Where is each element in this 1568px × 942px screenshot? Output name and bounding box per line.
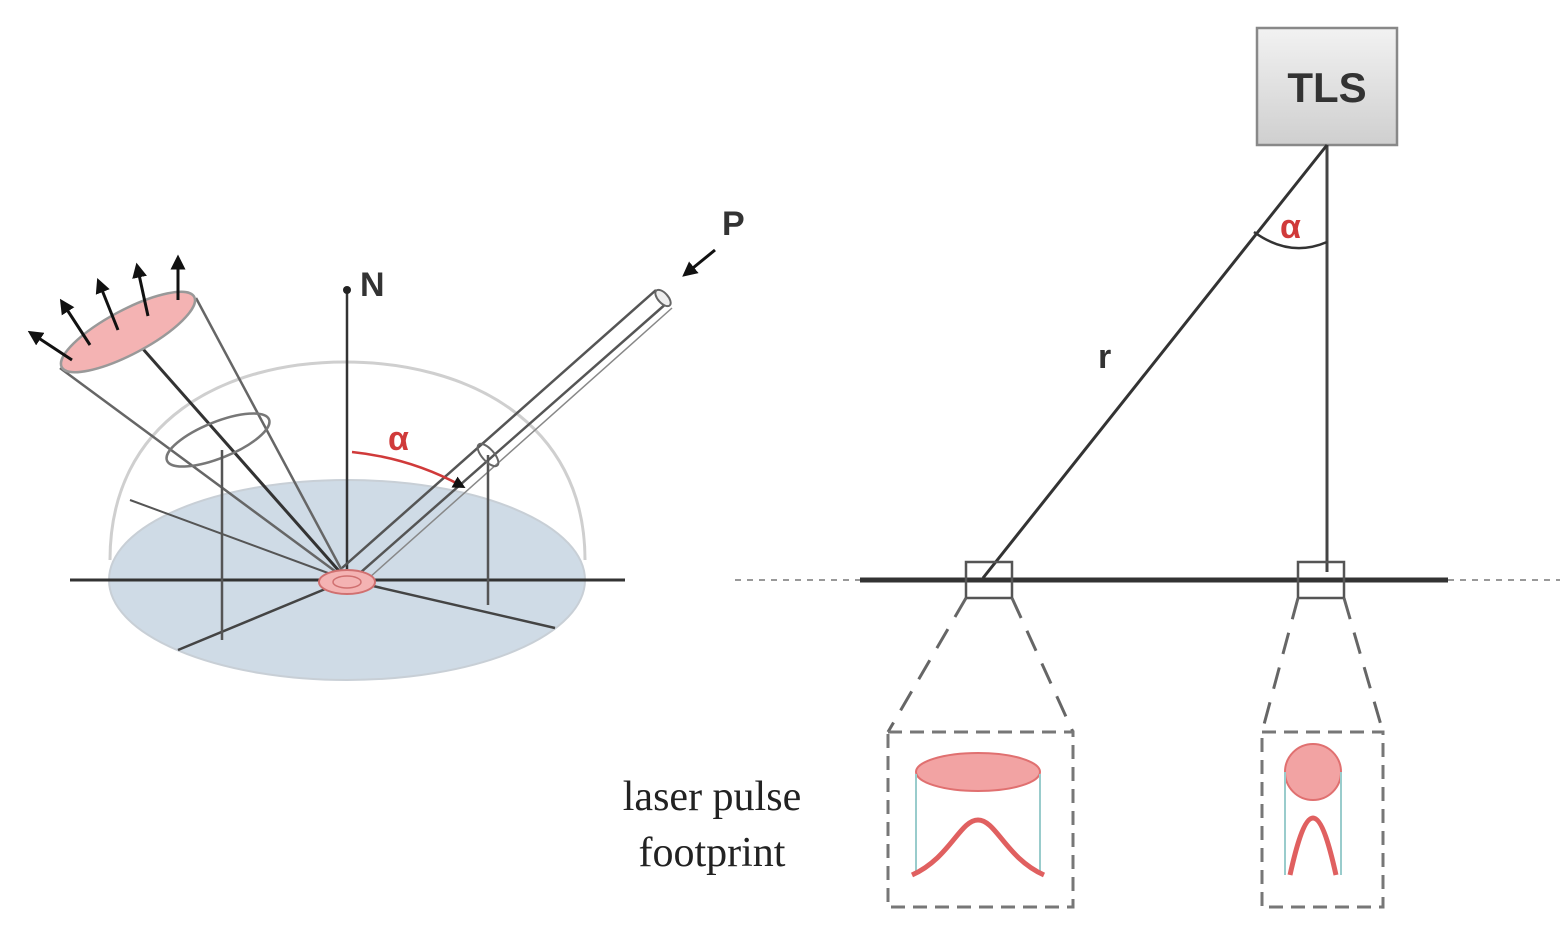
zoom-line-nadir-left (1260, 597, 1300, 733)
nadir-footprint-curve (1287, 815, 1339, 876)
normal-label: N (360, 266, 385, 304)
incidence-spot (318, 569, 376, 595)
tls-scanner-box (1255, 26, 1399, 147)
ground-axis-front-left (177, 578, 348, 652)
zoom-line-oblique-left (886, 597, 968, 733)
oblique-footprint-ellipse (915, 752, 1041, 792)
incident-beam-ring (476, 442, 500, 468)
oblique-footprint-marker (964, 560, 1014, 600)
incident-beam-lower2 (359, 307, 673, 587)
angle-label-left: α (388, 420, 409, 458)
cone-mid-ring (165, 412, 271, 468)
slant-range-line (981, 144, 1329, 579)
oblique-footprint-curve (910, 817, 1046, 878)
incident-beam-lower (351, 301, 669, 581)
reflected-cone (59, 297, 349, 640)
scan-angle-arc (1253, 230, 1328, 250)
incident-label: P (722, 205, 745, 243)
tls-label: TLS (1287, 64, 1366, 111)
oblique-footprint-detail (886, 730, 1075, 909)
incident-beam-upper (341, 289, 657, 569)
nadir-footprint-circle (1284, 743, 1342, 801)
ground-axis-back-left (129, 499, 348, 581)
nadir-footprint-detail (1260, 730, 1385, 909)
scatter-arrows (27, 254, 186, 362)
nadir-footprint-marker (1296, 560, 1346, 600)
angle-label-right: α (1280, 208, 1301, 246)
zoom-line-oblique-right (1010, 597, 1075, 733)
incidence-angle-arc (351, 450, 466, 488)
reflection-diagram: N P α (27, 205, 745, 681)
incidence-spot-inner (332, 575, 362, 589)
range-label: r (1098, 338, 1111, 376)
tls-geometry: TLS r α laser pulse footprint (623, 26, 1560, 909)
reflection-lobe (59, 290, 197, 374)
hemisphere-dome (108, 360, 587, 561)
ground-axis-front-right (346, 578, 556, 630)
footprint-caption-line2: footprint (639, 830, 786, 876)
normal-tip-dot (343, 286, 351, 294)
zoom-line-nadir-right (1342, 597, 1385, 733)
footprint-caption-line1: laser pulse (623, 774, 801, 820)
incident-beam-end (654, 288, 672, 308)
incident-arrow (682, 248, 716, 277)
